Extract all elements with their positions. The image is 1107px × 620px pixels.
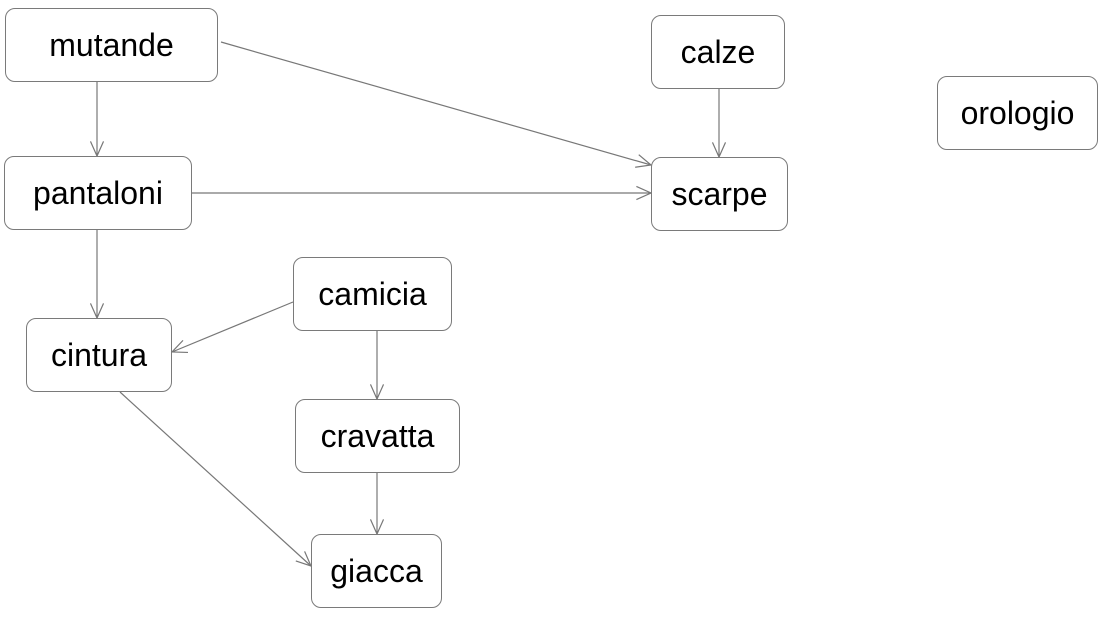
edge-mutande-to-pantaloni [89,82,105,158]
node-label: calze [680,33,756,70]
node-label: mutande [49,26,174,63]
edge-line [220,41,652,166]
edge-pantaloni-to-cintura [89,230,105,320]
edge-cintura-to-giacca [119,391,313,567]
edge-mutande-to-scarpe [220,41,653,168]
node-cintura: cintura [26,318,172,392]
arrowhead [170,339,189,354]
edge-pantaloni-to-scarpe [192,185,653,201]
edge-line [119,391,312,567]
node-label: orologio [960,94,1075,131]
node-giacca: giacca [311,534,442,608]
edge-camicia-to-cintura [170,301,294,354]
node-cravatta: cravatta [295,399,460,473]
node-label: camicia [318,275,427,312]
node-label: cravatta [320,417,435,454]
node-label: pantaloni [33,174,163,211]
edge-cravatta-to-giacca [369,473,385,536]
node-label: cintura [50,336,148,373]
node-pantaloni: pantaloni [4,156,192,230]
node-orologio: orologio [937,76,1098,150]
node-label: giacca [330,552,423,589]
node-label: scarpe [671,175,768,212]
node-scarpe: scarpe [651,157,788,231]
node-camicia: camicia [293,257,452,331]
node-mutande: mutande [5,8,218,82]
edge-calze-to-scarpe [711,89,727,159]
edge-line [171,301,294,353]
edge-camicia-to-cravatta [369,331,385,401]
node-calze: calze [651,15,785,89]
